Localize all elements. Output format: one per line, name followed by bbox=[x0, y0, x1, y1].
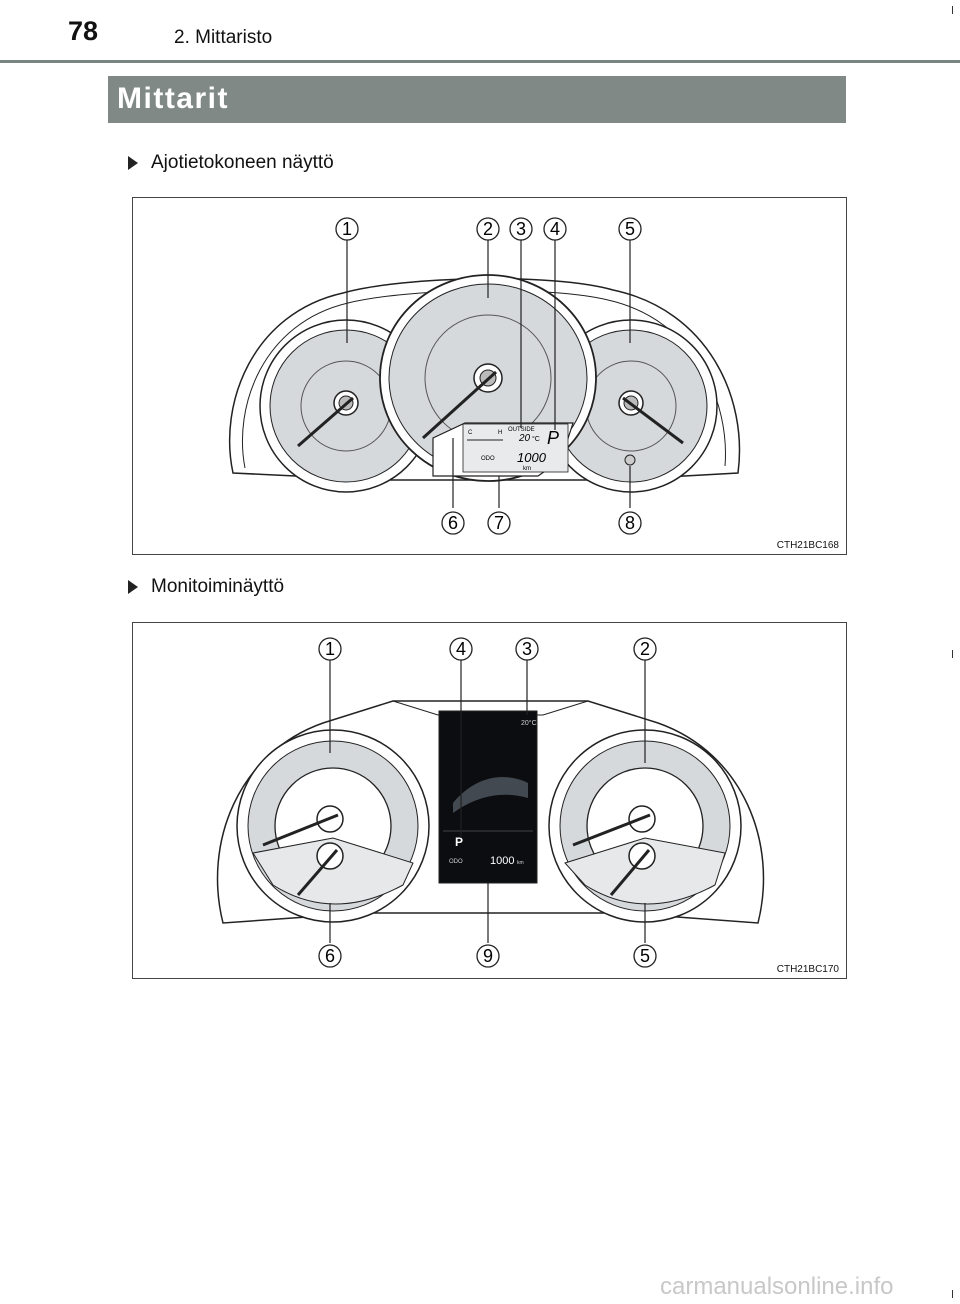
callout-3: 3 bbox=[509, 217, 533, 241]
odo-label: ODO bbox=[481, 456, 495, 462]
screen-odo-label: ODO bbox=[449, 859, 463, 865]
callout-8: 8 bbox=[618, 511, 642, 535]
figure1-code: CTH21BC168 bbox=[776, 540, 839, 551]
screen-temperature: 20°C bbox=[521, 719, 537, 727]
svg-text:5: 5 bbox=[625, 219, 635, 239]
figure2-code: CTH21BC170 bbox=[776, 964, 839, 975]
hot-label: H bbox=[498, 430, 502, 436]
figure1-heading-text: Ajotietokoneen näyttö bbox=[151, 152, 334, 173]
callout-9: 9 bbox=[476, 944, 500, 968]
lcd-display bbox=[462, 423, 569, 473]
callout-2: 2 bbox=[633, 637, 657, 661]
cold-label: C bbox=[468, 430, 473, 436]
svg-text:4: 4 bbox=[550, 219, 560, 239]
svg-text:3: 3 bbox=[516, 219, 526, 239]
callout-6: 6 bbox=[318, 944, 342, 968]
bullet-triangle-icon bbox=[128, 156, 138, 170]
chapter-title: 2. Mittaristo bbox=[174, 27, 273, 48]
watermark: carmanualsonline.info bbox=[660, 1273, 894, 1300]
page-number: 78 bbox=[68, 16, 99, 46]
screen-gear-position: P bbox=[455, 835, 463, 849]
callout-7: 7 bbox=[487, 511, 511, 535]
figure2-cluster-diagram: 20°C P ODO 1000 km 1 4 3 2 6 9 5 CTH21BC… bbox=[132, 622, 847, 979]
callout-3: 3 bbox=[515, 637, 539, 661]
header-rule bbox=[0, 60, 960, 63]
section-title: Mittarit bbox=[117, 82, 229, 115]
svg-text:7: 7 bbox=[494, 513, 504, 533]
svg-text:1: 1 bbox=[325, 639, 335, 659]
callout-5: 5 bbox=[633, 944, 657, 968]
trip-reset-knob bbox=[624, 454, 636, 466]
callout-4: 4 bbox=[449, 637, 473, 661]
bullet-triangle-icon bbox=[128, 580, 138, 594]
multi-info-cluster-illustration: 20°C P ODO 1000 km 1 4 3 2 6 9 5 bbox=[216, 637, 765, 968]
crop-mark bbox=[952, 650, 953, 658]
callout-5: 5 bbox=[618, 217, 642, 241]
figure1-heading: Ajotietokoneen näyttö bbox=[128, 152, 334, 174]
screen-odo-unit: km bbox=[517, 860, 524, 866]
svg-text:8: 8 bbox=[625, 513, 635, 533]
temp-unit: °C bbox=[532, 435, 540, 443]
odo-unit: km bbox=[523, 466, 531, 472]
crop-mark bbox=[952, 1290, 953, 1298]
callout-4: 4 bbox=[543, 217, 567, 241]
callout-2: 2 bbox=[476, 217, 500, 241]
figure2-heading: Monitoiminäyttö bbox=[128, 576, 284, 598]
svg-text:5: 5 bbox=[640, 946, 650, 966]
svg-text:3: 3 bbox=[522, 639, 532, 659]
screen-odometer: 1000 bbox=[490, 855, 514, 867]
section-title-bar: Mittarit bbox=[108, 76, 846, 123]
figure1-cluster-diagram: C H OUTSIDE 20 °C P ODO 1000 km 1 2 3 4 … bbox=[132, 197, 847, 555]
odometer-value: 1000 bbox=[517, 450, 547, 465]
callout-1: 1 bbox=[318, 637, 342, 661]
callout-1: 1 bbox=[335, 217, 359, 241]
outside-label: OUTSIDE bbox=[508, 427, 535, 433]
multi-info-screen bbox=[438, 710, 538, 884]
callout-6: 6 bbox=[441, 511, 465, 535]
analog-cluster-illustration: C H OUTSIDE 20 °C P ODO 1000 km 1 2 3 4 … bbox=[229, 217, 741, 535]
svg-text:1: 1 bbox=[342, 219, 352, 239]
svg-text:6: 6 bbox=[325, 946, 335, 966]
outside-temp: 20 bbox=[518, 433, 531, 444]
svg-text:6: 6 bbox=[448, 513, 458, 533]
svg-text:2: 2 bbox=[640, 639, 650, 659]
svg-text:9: 9 bbox=[483, 946, 493, 966]
svg-text:4: 4 bbox=[456, 639, 466, 659]
figure2-heading-text: Monitoiminäyttö bbox=[151, 576, 285, 597]
crop-mark bbox=[952, 6, 953, 14]
gear-position: P bbox=[547, 428, 559, 448]
svg-text:2: 2 bbox=[483, 219, 493, 239]
